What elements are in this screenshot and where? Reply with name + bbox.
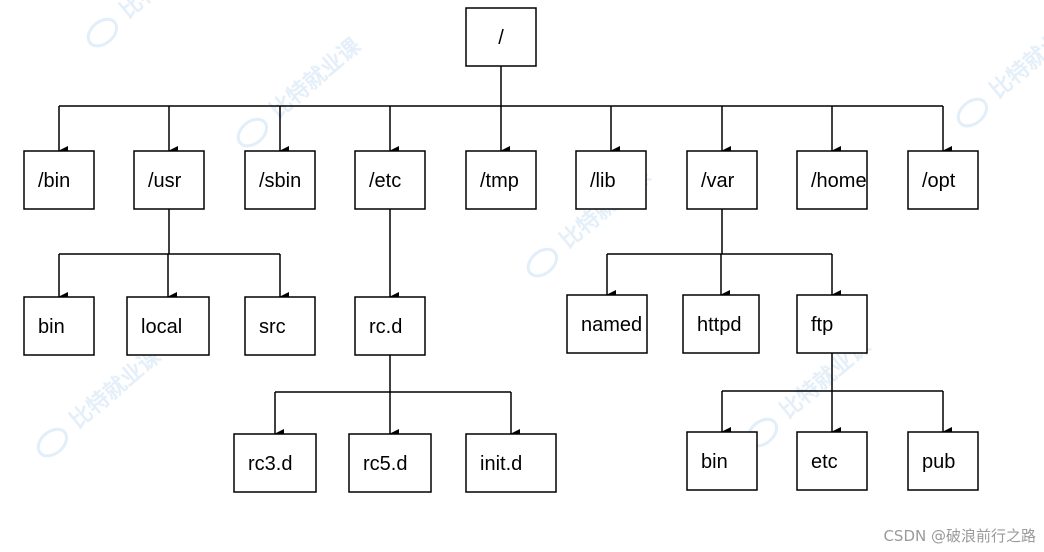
tree-node-etc: /etc <box>354 150 426 210</box>
node-label: rc.d <box>369 316 402 338</box>
node-box <box>465 7 537 67</box>
watermark-logo-icon <box>236 117 269 148</box>
tree-node-home: /home <box>796 150 868 210</box>
node-box <box>575 150 647 210</box>
tree-node-var-httpd: httpd <box>682 294 760 354</box>
node-label: init.d <box>480 453 522 475</box>
node-box <box>566 294 648 354</box>
node-label: etc <box>811 451 838 473</box>
node-label: bin <box>701 451 728 473</box>
node-box <box>354 296 426 356</box>
node-label: pub <box>922 451 955 473</box>
tree-node-sbin: /sbin <box>244 150 316 210</box>
node-label: /usr <box>148 170 182 192</box>
node-label: /etc <box>369 170 401 192</box>
node-label: /var <box>701 170 735 192</box>
node-box <box>796 150 868 210</box>
node-box <box>233 433 317 493</box>
tree-node-root: / <box>465 7 537 67</box>
node-box <box>465 433 557 493</box>
tree-node-initd: init.d <box>465 433 557 493</box>
node-box <box>126 296 210 356</box>
node-box <box>23 150 95 210</box>
tree-node-var: /var <box>686 150 758 210</box>
node-box <box>465 150 537 210</box>
node-label: /sbin <box>259 170 301 192</box>
tree-node-var-named: named <box>566 294 648 354</box>
tree-node-lib: /lib <box>575 150 647 210</box>
tree-node-ftp-pub: pub <box>907 431 979 491</box>
node-label: rc5.d <box>363 453 407 475</box>
node-box <box>23 296 95 356</box>
tree-node-usr: /usr <box>133 150 205 210</box>
node-label: ftp <box>811 314 833 336</box>
tree-node-usr-local: local <box>126 296 210 356</box>
node-label: /lib <box>590 170 616 192</box>
node-box <box>796 294 868 354</box>
watermark-text: 比特就业课 <box>985 13 1044 104</box>
watermark-text: 比特就业课 <box>65 343 167 434</box>
node-box <box>133 150 205 210</box>
node-label: src <box>259 316 286 338</box>
watermark-logo-icon <box>526 247 559 278</box>
node-box <box>354 150 426 210</box>
node-label: /home <box>811 170 867 192</box>
tree-node-etc-rcd: rc.d <box>354 296 426 356</box>
csdn-credit: CSDN @破浪前行之路 <box>883 527 1036 545</box>
node-label: / <box>498 27 504 49</box>
node-layer: / /bin/usr/sbin/etc/tmp/lib/var/home/opt b… <box>23 7 979 493</box>
node-label: /bin <box>38 170 70 192</box>
node-label: local <box>141 316 182 338</box>
watermark-layer: 比特就业课比特就业课比特就业课比特就业课比特就业课比特就业课 <box>36 0 1044 458</box>
node-box <box>907 431 979 491</box>
tree-node-tmp: /tmp <box>465 150 537 210</box>
tree-node-opt: /opt <box>907 150 979 210</box>
tree-node-usr-bin: bin <box>23 296 95 356</box>
tree-node-ftp-bin: bin <box>686 431 758 491</box>
node-box <box>907 150 979 210</box>
node-label: /opt <box>922 170 956 192</box>
node-label: httpd <box>697 314 741 336</box>
watermark-logo-icon <box>956 97 989 128</box>
node-label: named <box>581 314 642 336</box>
tree-node-rc5d: rc5.d <box>348 433 432 493</box>
node-box <box>796 431 868 491</box>
node-box <box>682 294 760 354</box>
node-box <box>686 431 758 491</box>
tree-node-rc3d: rc3.d <box>233 433 317 493</box>
tree-node-bin: /bin <box>23 150 95 210</box>
watermark: 比特就业课 <box>236 33 367 148</box>
node-box <box>686 150 758 210</box>
tree-node-ftp-etc: etc <box>796 431 868 491</box>
node-label: bin <box>38 316 65 338</box>
watermark-logo-icon <box>36 427 69 458</box>
node-box <box>244 296 316 356</box>
watermark: 比特就业课 <box>36 343 167 458</box>
watermark-text: 比特就业课 <box>115 0 217 24</box>
node-label: rc3.d <box>248 453 292 475</box>
edge-layer <box>58 66 952 439</box>
watermark: 比特就业课 <box>956 13 1044 128</box>
tree-node-var-ftp: ftp <box>796 294 868 354</box>
watermark-logo-icon <box>86 17 119 48</box>
tree-node-usr-src: src <box>244 296 316 356</box>
watermark: 比特就业课 <box>86 0 217 48</box>
node-box <box>244 150 316 210</box>
node-box <box>348 433 432 493</box>
node-label: /tmp <box>480 170 519 192</box>
